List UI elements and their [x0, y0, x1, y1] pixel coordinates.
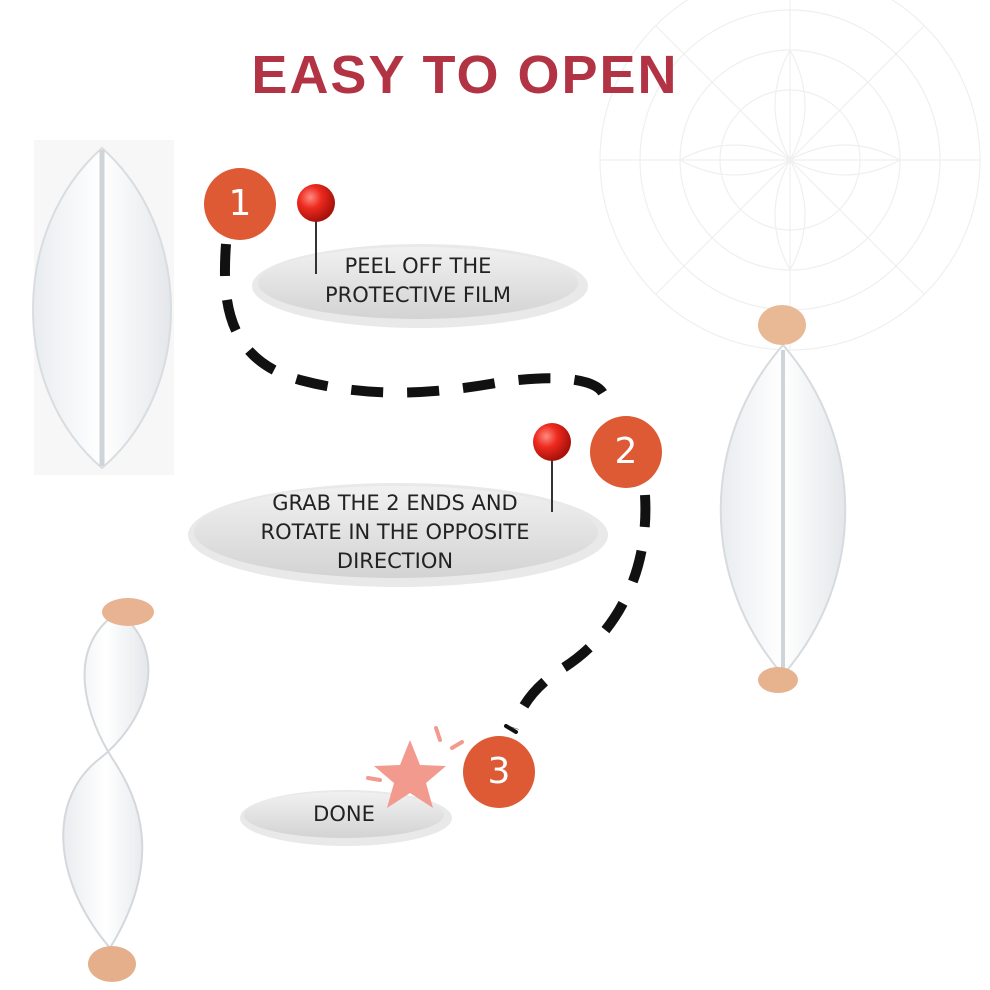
step-2-number: 2: [614, 431, 638, 472]
mandala-pattern: [599, 0, 981, 351]
step-1-number: 1: [228, 183, 252, 224]
hand-top-left: [102, 598, 154, 626]
step-2-badge: [590, 416, 662, 488]
step-1-label: PEEL OFF THE PROTECTIVE FILM: [288, 252, 548, 310]
step-2-label-line: ROTATE IN THE OPPOSITE: [260, 520, 530, 544]
twisted-leaf-image: [62, 598, 154, 982]
step-1-badge: [204, 168, 276, 240]
pin-icon: [297, 184, 335, 274]
step-3-label: DONE: [264, 800, 424, 829]
hand-bottom-left: [88, 946, 136, 982]
pin-icon: [533, 423, 571, 512]
step-1-label-line: PROTECTIVE FILM: [325, 283, 511, 307]
step-1-label-line: PEEL OFF THE: [344, 254, 492, 278]
step-3-label-line: DONE: [313, 802, 375, 826]
step-2-label-line: GRAB THE 2 ENDS AND: [272, 491, 518, 515]
page-title: EASY TO OPEN: [251, 45, 679, 105]
step-2-label: GRAB THE 2 ENDS AND ROTATE IN THE OPPOSI…: [222, 489, 568, 576]
held-leaf-image: [719, 305, 847, 693]
hand-bottom: [758, 667, 798, 693]
step-3-number: 3: [487, 751, 511, 792]
hand-top: [758, 305, 806, 345]
dashed-path-lower: [509, 494, 651, 730]
step-2-label-line: DIRECTION: [336, 549, 454, 573]
star-icon: [366, 724, 518, 808]
step-3-badge: [463, 736, 535, 808]
flat-leaf-image: [32, 140, 174, 475]
dashed-path: [219, 243, 609, 399]
